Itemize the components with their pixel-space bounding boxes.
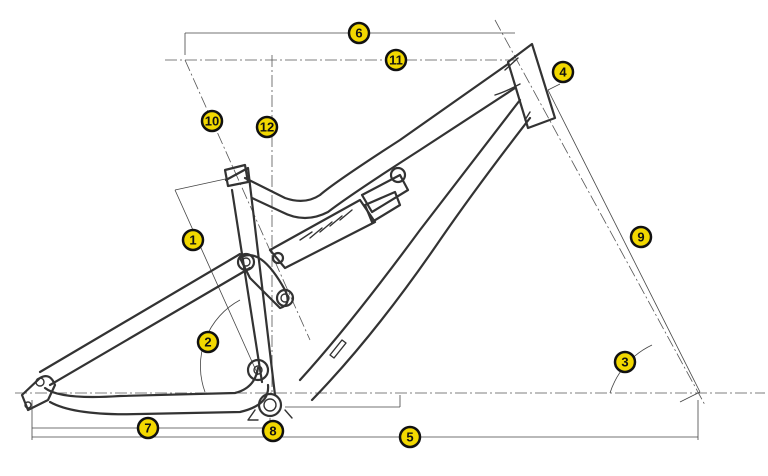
badge-5: 5 bbox=[398, 425, 422, 449]
badge-7-label: 7 bbox=[144, 421, 151, 436]
badge-4: 4 bbox=[551, 60, 575, 84]
badge-9-label: 9 bbox=[637, 230, 644, 245]
badge-10-label: 10 bbox=[205, 114, 219, 129]
bike-frame bbox=[20, 42, 557, 421]
badge-11: 11 bbox=[384, 48, 408, 72]
badge-11-label: 11 bbox=[389, 53, 403, 68]
badge-7: 7 bbox=[136, 416, 160, 440]
badge-2-label: 2 bbox=[204, 335, 211, 350]
badge-1: 1 bbox=[181, 228, 205, 252]
badge-2: 2 bbox=[196, 330, 220, 354]
badge-12: 12 bbox=[255, 115, 279, 139]
badge-12-label: 12 bbox=[260, 120, 274, 135]
badge-5-label: 5 bbox=[406, 430, 413, 445]
badge-6: 6 bbox=[347, 21, 371, 45]
badge-8: 8 bbox=[261, 419, 285, 443]
badge-9: 9 bbox=[629, 225, 653, 249]
badge-3: 3 bbox=[613, 350, 637, 374]
badge-8-label: 8 bbox=[269, 424, 276, 439]
dimension-lines bbox=[15, 19, 765, 440]
badge-4-label: 4 bbox=[559, 65, 567, 80]
badge-3-label: 3 bbox=[621, 355, 628, 370]
badge-10: 10 bbox=[200, 109, 224, 133]
badge-1-label: 1 bbox=[189, 233, 196, 248]
badge-6-label: 6 bbox=[355, 26, 362, 41]
